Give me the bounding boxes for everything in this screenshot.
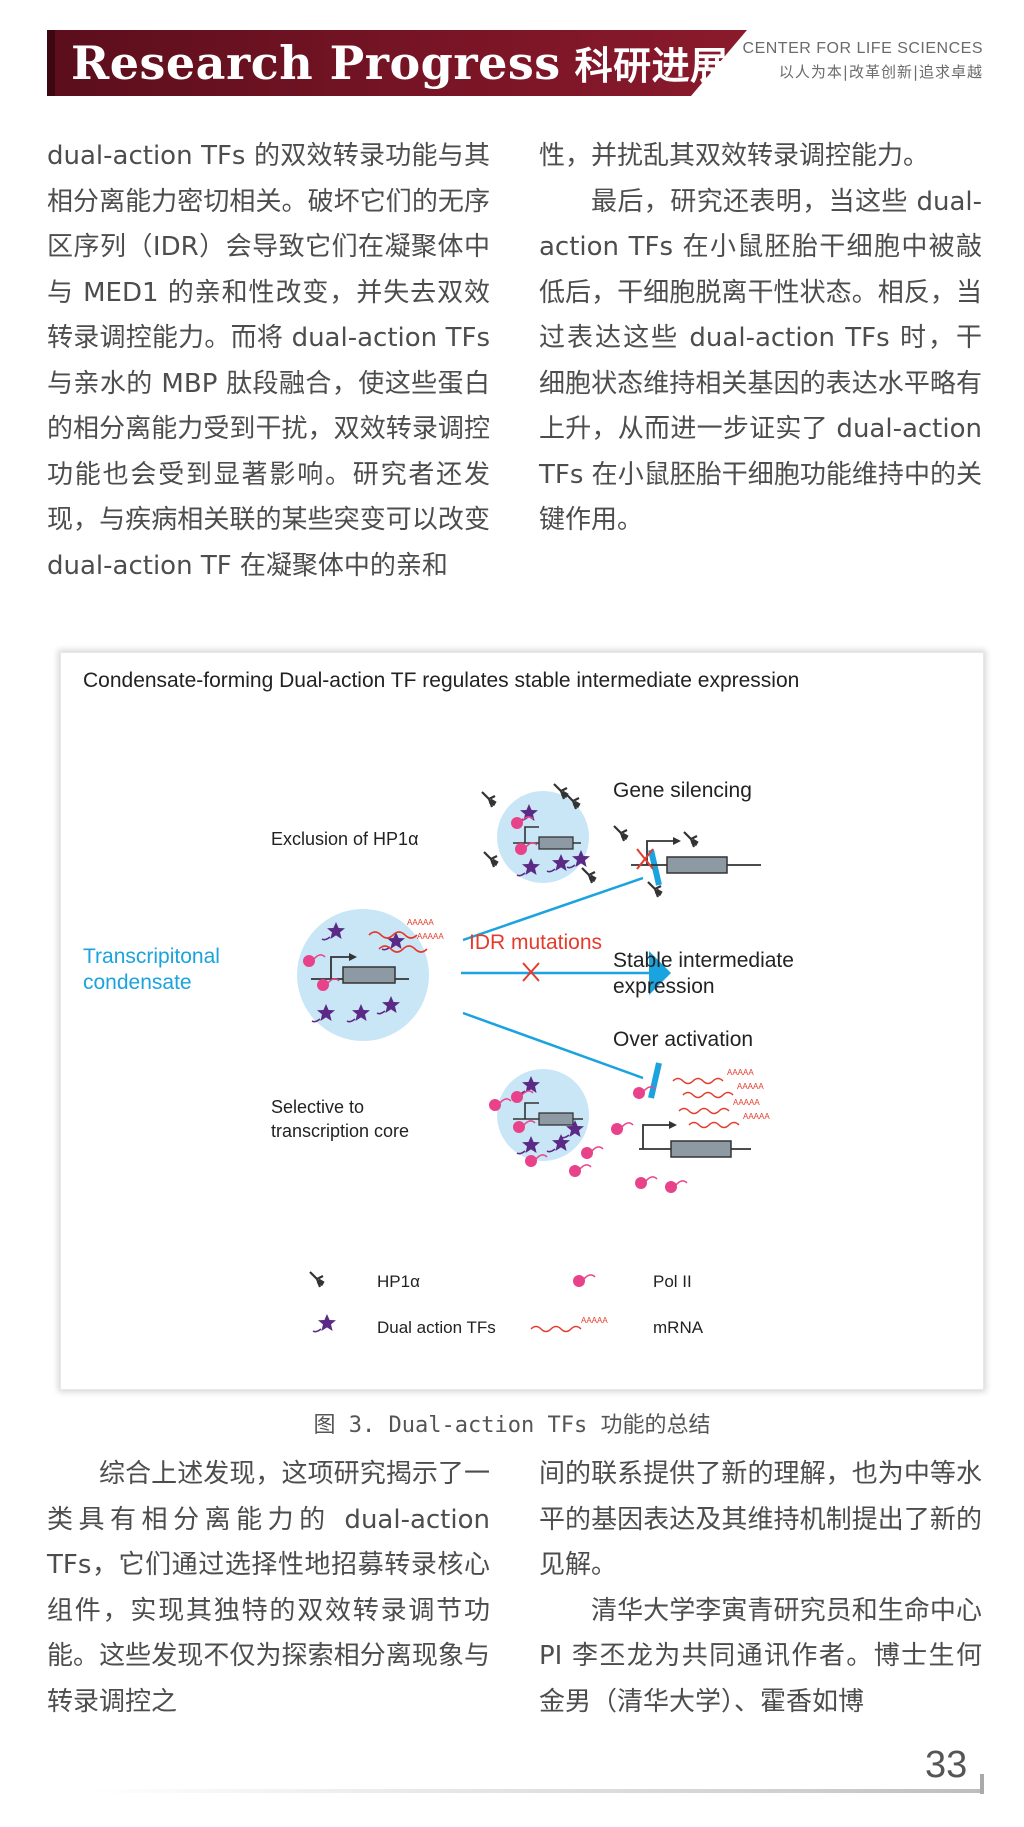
org-name: CENTER FOR LIFE SCIENCES [742,40,983,57]
legend-hp1: HP1α [377,1272,420,1291]
inhibit-line-bottom [462,1011,644,1080]
header-banner [47,30,747,96]
figure-title: Condensate-forming Dual-action TF regula… [83,669,799,692]
selective-label-2: transcription core [271,1121,409,1141]
selective-condensate [488,1069,604,1178]
main-condensate: AAAAA AAAAA [297,909,444,1041]
legend-pol2: Pol II [653,1272,692,1291]
section-title: Research Progress 科研进展 [71,32,729,94]
figure-caption: 图 3. Dual-action TFs 功能的总结 [313,1413,711,1438]
stable-expression-label-2: expression [613,975,715,998]
paragraph: 间的联系提供了新的理解，也为中等水平的基因表达及其维持机制提出了新的见解。 [539,1459,982,1580]
gene-silencing-label: Gene silencing [613,779,752,802]
mrna-tag: AAAAA [417,932,444,941]
org-branding: CENTER FOR LIFE SCIENCES 以人为本|改革创新|追求卓越 [743,40,983,82]
inhibit-line-top [462,876,644,942]
over-activation-glyph: AAAAA AAAAA AAAAA AAAAA [610,1068,770,1194]
paragraph: dual-action TFs 的双效转录功能与其相分离能力密切相关。破坏它们的… [47,141,490,581]
pol2-icon [572,1274,596,1288]
condensate-label-2: condensate [83,971,192,994]
exclusion-label: Exclusion of HP1α [271,829,418,849]
paragraph: 综合上述发现，这项研究揭示了一类具有相分离能力的 dual-action TFs… [47,1459,490,1717]
over-activation-label: Over activation [613,1028,753,1051]
legend: HP1α Pol II Dual action TFs AAAAA mRNA [308,1270,704,1337]
paragraph: 性，并扰乱其双效转录调控能力。 [539,141,930,171]
page-header: Research Progress 科研进展 CENTER FOR LIFE SC… [47,30,983,96]
figure-3: Condensate-forming Dual-action TF regula… [60,652,984,1390]
legend-dual-tfs: Dual action TFs [377,1318,496,1337]
paragraph: 清华大学李寅青研究员和生命中心 PI 李丕龙为共同通讯作者。博士生何金男（清华大… [539,1595,982,1717]
selective-label: Selective to [271,1097,364,1117]
mrna-tag: AAAAA [733,1098,760,1107]
gene-silencing-glyph [612,824,761,899]
page-number: 33 [925,1744,968,1786]
hp1-icon [308,1270,326,1289]
inhibit-bar-bottom [648,1062,662,1099]
body-column-bottom-right: 间的联系提供了新的理解，也为中等水平的基因表达及其维持机制提出了新的见解。 清华… [539,1452,982,1725]
footer-rule [90,1789,980,1793]
idr-x-mark [522,962,540,982]
mrna-tag: AAAAA [727,1068,754,1077]
inhibit-bar-top [648,849,662,886]
mrna-tag: AAAAA [737,1082,764,1091]
body-column-top-left: dual-action TFs 的双效转录功能与其相分离能力密切相关。破坏它们的… [47,134,490,589]
dual-tf-icon [312,1313,337,1333]
body-column-top-right: 性，并扰乱其双效转录调控能力。 最后，研究还表明，当这些 dual-action… [539,134,982,544]
legend-mrna: mRNA [653,1318,704,1337]
header-accent-bar [47,30,55,96]
mrna-tag: AAAAA [743,1112,770,1121]
hp1-excluded-condensate [480,782,598,885]
section-title-en: Research Progress [71,36,561,90]
mrna-tag: AAAAA [581,1316,608,1325]
mrna-tag: AAAAA [407,918,434,927]
mrna-icon [530,1325,582,1333]
body-column-bottom-left: 综合上述发现，这项研究揭示了一类具有相分离能力的 dual-action TFs… [47,1452,490,1725]
condensate-label: Transcripitonal [83,945,220,968]
summary-diagram: Condensate-forming Dual-action TF regula… [83,669,799,1337]
paragraph: 最后，研究还表明，当这些 dual-action TFs 在小鼠胚胎干细胞中被敲… [539,186,982,536]
idr-mutations-label: IDR mutations [469,931,602,954]
arrow-head-middle [649,951,671,995]
section-title-cn: 科研进展 [574,44,729,88]
stable-expression-label: Stable intermediate [613,949,794,972]
page-tab [980,1774,984,1794]
org-motto: 以人为本|改革创新|追求卓越 [778,63,983,81]
